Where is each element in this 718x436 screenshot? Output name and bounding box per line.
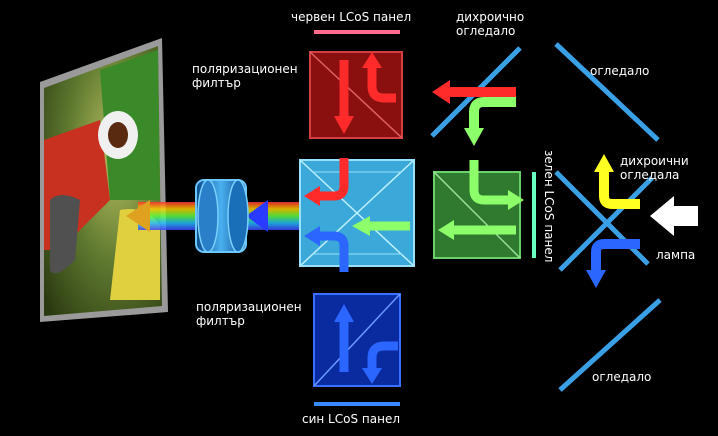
parrot-beak xyxy=(50,195,80,274)
dichroic-mirror-cross-b xyxy=(558,176,654,272)
combiner-prism xyxy=(299,159,415,267)
blue-pbs-prism xyxy=(313,293,401,387)
blue-beam-lamp xyxy=(591,239,640,272)
label-mirror-bottom: огледало xyxy=(592,370,652,384)
red-beam-dichroic-arrowhead xyxy=(432,80,450,104)
blue-beam-down xyxy=(367,341,398,370)
red-beam-combiner xyxy=(318,158,349,201)
yellow-beam-arrowhead xyxy=(594,154,614,172)
projection-lens xyxy=(195,179,249,253)
projected-image-parrot xyxy=(40,38,168,322)
green-beam-in-arrowhead xyxy=(508,190,524,210)
label-lamp: лампа xyxy=(656,248,696,262)
label-red-lcos-panel: червен LCoS панел xyxy=(291,10,412,24)
label-dichroic-mirrors: дихроични огледала xyxy=(620,154,689,182)
label-dichroic-mirror: дихроично огледало xyxy=(456,10,525,38)
green-lcos-panel xyxy=(532,172,536,258)
label-blue-lcos-panel: син LCoS панел xyxy=(302,412,400,426)
green-beam-in xyxy=(469,160,510,205)
blue-beam-combiner-arrowhead xyxy=(304,226,320,246)
red-beam-down-arrowhead xyxy=(334,116,354,134)
label-polarizer-top: поляризационен филтър xyxy=(192,62,298,90)
blue-beam-down-arrowhead xyxy=(362,368,382,384)
blue-beam-up-arrowhead xyxy=(334,304,354,322)
lamp-arrow-white xyxy=(650,196,698,236)
green-beam-dichroic-arrowhead xyxy=(464,128,484,146)
mirror-bottom xyxy=(558,298,662,392)
blue-beam-lamp-arrowhead xyxy=(586,270,606,288)
red-beam-up xyxy=(367,66,396,103)
combined-beam-arrowhead xyxy=(246,200,268,232)
red-lcos-panel xyxy=(314,30,400,34)
label-green-lcos-panel: зелен LCoS панел xyxy=(542,150,556,263)
red-beam-up-arrowhead xyxy=(362,52,382,68)
mirror-top xyxy=(554,42,660,142)
blue-beam-combiner xyxy=(318,231,349,272)
blue-lcos-panel xyxy=(314,402,400,406)
red-beam-combiner-arrowhead xyxy=(304,186,320,206)
label-polarizer-bottom: поляризационен филтър xyxy=(196,300,302,328)
green-beam-dichroic xyxy=(469,97,516,130)
parrot-feathers-yellow xyxy=(110,209,160,300)
green-beam-out-arrowhead xyxy=(438,220,454,240)
label-mirror-top: огледало xyxy=(590,64,650,78)
output-beam-arrowhead xyxy=(126,200,150,232)
green-beam-combiner-arrowhead xyxy=(352,216,370,236)
parrot-eye xyxy=(108,122,128,148)
yellow-beam xyxy=(599,170,640,209)
